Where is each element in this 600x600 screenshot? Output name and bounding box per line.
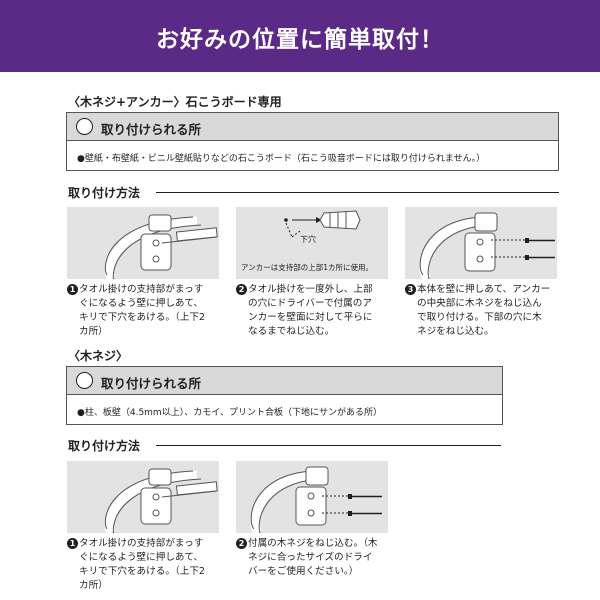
divider-line: [156, 192, 559, 194]
step-line: キリで下穴をあける。（上下2: [79, 312, 206, 323]
section-title-wood-screw: 〈木ネジ〉: [68, 349, 129, 363]
step-line: 本体を壁に押しあて、アンカー: [417, 284, 551, 295]
section-title-wood-screw-anchor: 〈木ネジ+アンカー〉石こうボード専用: [68, 95, 282, 109]
anchor-driver-icon: [284, 210, 361, 238]
step-line: で取り付ける。下部の穴に木: [417, 312, 542, 323]
how-to-install-title: 取り付け方法: [68, 439, 141, 453]
pilot-hole-label: 下穴: [300, 235, 316, 244]
step-line: タオル掛けの支持部がまっす: [79, 538, 204, 549]
step-line: カ所）: [79, 326, 108, 337]
mountable-location-box: 取り付けられる所 ●柱、板壁（4.5mm以上）、カモイ、プリント合板（下地にサン…: [66, 366, 503, 425]
step2-illustration-wood: [236, 461, 388, 533]
step-line: タオル掛けの支持部がまっす: [79, 284, 204, 295]
step-line: キリで下穴をあける。（上下2: [79, 566, 206, 577]
header-banner: お好みの位置に簡単取付！: [0, 0, 600, 72]
step-line: カ所）: [79, 580, 108, 591]
step1-illustration: [67, 207, 219, 279]
towel-bar-drill-icon: [104, 214, 218, 279]
step-number-badge: 1: [67, 284, 78, 295]
step3-illustration: [405, 207, 557, 279]
circle-icon: [76, 372, 93, 389]
step-number-badge: 2: [236, 538, 247, 549]
mountable-location-box: 取り付けられる所 ●壁紙・布壁紙・ビニル壁紙貼りなどの石こうボード（石こう吸音ボ…: [66, 112, 559, 171]
box-heading: 取り付けられる所: [101, 122, 202, 137]
how-to-install-title: 取り付け方法: [68, 186, 141, 200]
box-heading-bar: 取り付けられる所: [67, 367, 502, 395]
step1-illustration-wood: [67, 461, 219, 533]
step-line: ンカーを壁面に対して平らに: [248, 312, 373, 323]
step-line: 付属の木ネジをねじ込む。（木: [248, 538, 378, 549]
step2-illustration: 下穴 アンカーは支持部の上部1カ所に使用。: [236, 207, 388, 279]
anchor-note: アンカーは支持部の上部1カ所に使用。: [241, 263, 373, 272]
banner-title: お好みの位置に簡単取付！: [156, 27, 444, 53]
box-body-text: ●柱、板壁（4.5mm以上）、カモイ、プリント合板（下地にサンがある所）: [77, 408, 383, 418]
divider-line: [156, 445, 501, 447]
step-line: ぐになるよう壁に押しあて、: [79, 552, 204, 563]
box-heading-bar: 取り付けられる所: [67, 113, 558, 141]
step-number-badge: 3: [405, 284, 416, 295]
step-number-badge: 2: [236, 284, 247, 295]
towel-bar-screws-icon: [419, 212, 555, 279]
step-line: なるまでねじ込む。: [248, 326, 335, 337]
step-line: ぐになるよう壁に押しあて、: [79, 298, 204, 309]
step-line: の中央部に木ネジをねじ込ん: [417, 298, 542, 309]
circle-icon: [76, 118, 93, 135]
step-line: の穴にドライバーで付属のア: [248, 298, 372, 309]
step-line: バーをご使用ください。）: [248, 566, 359, 577]
towel-bar-drill-icon: [104, 468, 218, 533]
step-number-badge: 1: [67, 538, 78, 549]
box-body-text: ●壁紙・布壁紙・ビニル壁紙貼りなどの石こうボード（石こう吸音ボードには取り付けら…: [77, 154, 486, 164]
box-heading: 取り付けられる所: [101, 376, 202, 391]
step-line: ネジをねじ込む。: [417, 326, 494, 337]
step-line: ネジに合ったサイズのドライ: [248, 552, 373, 563]
step-line: タオル掛けを一度外し、上部: [248, 284, 373, 295]
towel-bar-screws-icon: [250, 466, 382, 533]
